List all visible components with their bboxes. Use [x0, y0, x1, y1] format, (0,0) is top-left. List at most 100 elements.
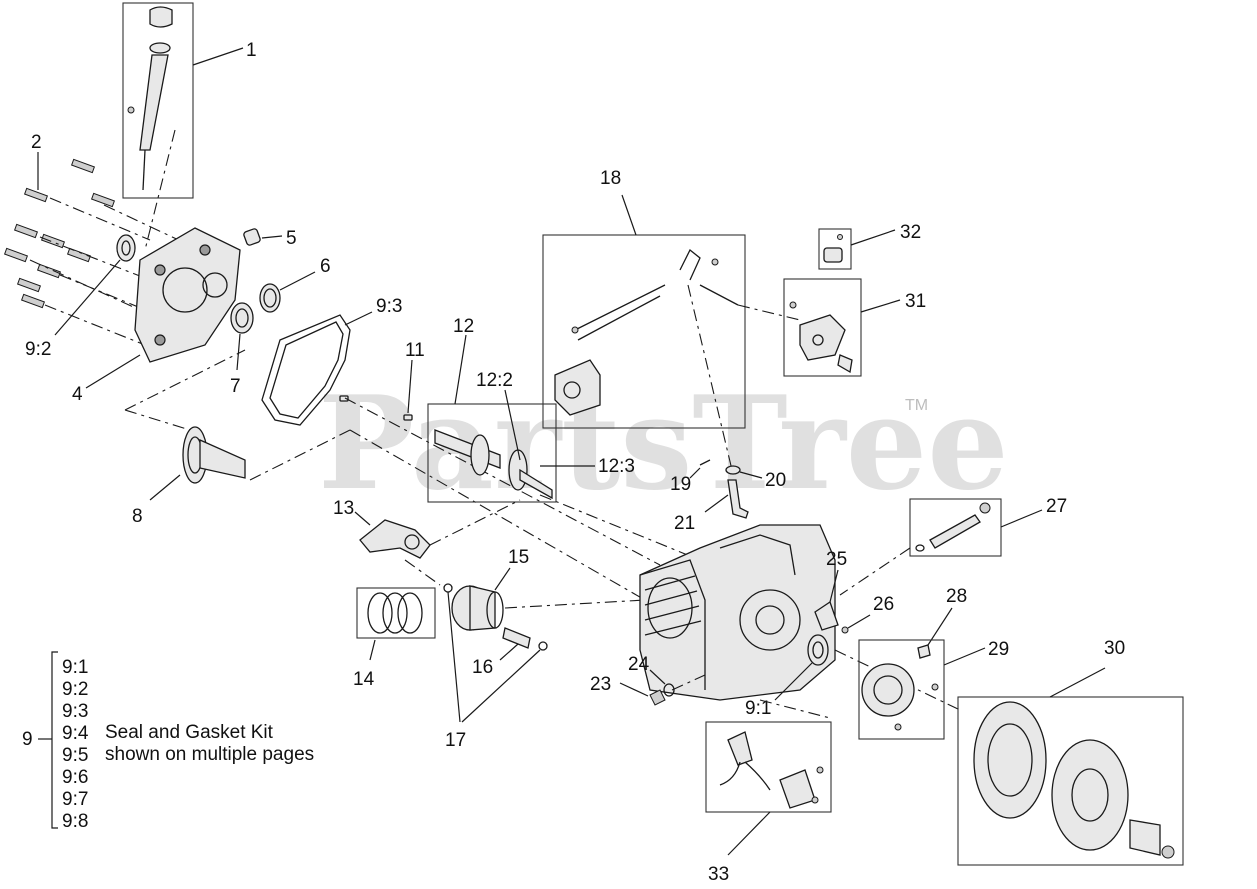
part-11-dowel-pins[interactable] — [339, 395, 413, 421]
leader-18 — [621, 194, 637, 236]
part-33-ignition-coil[interactable] — [705, 721, 832, 813]
part-18-governor-linkage[interactable] — [542, 234, 746, 429]
main-axis-lines — [124, 349, 701, 601]
callout-8: 8 — [132, 506, 143, 527]
callout-1: 1 — [246, 40, 257, 61]
callout-29: 29 — [988, 639, 1009, 660]
part-4-bore — [162, 267, 208, 313]
part-28-key[interactable] — [917, 644, 931, 659]
part-1-oil-fill-tube[interactable] — [122, 2, 194, 199]
leader-19 — [689, 467, 701, 479]
callout-9-1: 9:1 — [745, 698, 771, 719]
legend-note-line2: shown on multiple pages — [105, 744, 314, 765]
part-8-camshaft[interactable] — [149, 426, 246, 501]
callout-14: 14 — [353, 669, 375, 690]
watermark-brand: PartsTree — [318, 369, 1009, 519]
leader-28 — [927, 607, 953, 646]
part-30-flywheel[interactable] — [957, 696, 1184, 866]
legend-seal-gasket-kit: 9 9:1 9:2 9:3 9:4 9:5 9:6 9:7 9:8 Seal a… — [22, 651, 314, 832]
part-32-switch[interactable] — [818, 228, 852, 270]
leader-17a — [447, 591, 461, 723]
part-9-1-oil-seal[interactable] — [807, 634, 829, 666]
callout-17: 17 — [445, 730, 466, 751]
part-23-bolt[interactable] — [649, 689, 666, 706]
leader-9-1 — [774, 662, 813, 701]
part-29-stator-plate[interactable] — [858, 639, 945, 740]
leader-32 — [850, 229, 896, 246]
part-9-3-gasket[interactable] — [261, 314, 351, 426]
leader-21 — [704, 494, 729, 513]
part-27-shaft-assembly[interactable] — [909, 498, 1002, 557]
leader-16 — [499, 643, 519, 661]
part-13-connecting-rod[interactable] — [359, 519, 431, 559]
legend-note-line1: Seal and Gasket Kit — [105, 722, 274, 743]
part-6-gear[interactable] — [259, 283, 281, 313]
leader-7 — [236, 333, 241, 371]
callout-31: 31 — [905, 291, 926, 312]
part-14-piston-rings[interactable] — [356, 587, 436, 639]
callout-12: 12 — [453, 316, 474, 337]
leader-17b — [461, 649, 541, 723]
part-16-piston-pin[interactable] — [502, 627, 531, 649]
part-19-clip[interactable] — [699, 459, 711, 466]
legend-item-9-8: 9:8 — [62, 811, 88, 832]
leader-23 — [619, 682, 649, 697]
callout-11: 11 — [405, 340, 425, 361]
leader-20 — [739, 471, 763, 479]
legend-item-9-7: 9:7 — [62, 789, 88, 810]
part-31-control-bracket[interactable] — [783, 278, 862, 377]
leader-14 — [369, 639, 376, 661]
part-24-washer[interactable] — [663, 683, 675, 697]
callout-21: 21 — [674, 513, 695, 534]
leader-26 — [847, 614, 871, 629]
part-12-crankshaft[interactable] — [427, 403, 557, 503]
legend-item-9-2: 9:2 — [62, 679, 88, 700]
part-26-screw[interactable] — [841, 626, 849, 634]
leader-30 — [1049, 667, 1106, 698]
callout-20: 20 — [765, 470, 786, 491]
leader-12-2 — [504, 389, 521, 461]
callout-4: 4 — [72, 384, 83, 405]
leader-31 — [860, 299, 901, 313]
callout-5: 5 — [286, 228, 297, 249]
callout-19: 19 — [670, 474, 691, 495]
callout-30: 30 — [1104, 638, 1125, 659]
part-25-bracket[interactable] — [814, 600, 839, 631]
part-1-box — [122, 2, 194, 199]
part-15-piston[interactable] — [451, 585, 504, 631]
leader-33 — [727, 811, 771, 856]
callout-26: 26 — [873, 594, 894, 615]
leader-12 — [454, 334, 467, 405]
callout-12-3: 12:3 — [598, 456, 635, 477]
part-20-washer[interactable] — [725, 465, 741, 475]
legend-group-number: 9 — [22, 729, 33, 750]
callout-6: 6 — [320, 256, 331, 277]
part-5-plug[interactable] — [243, 228, 261, 246]
part-7-bearing[interactable] — [230, 302, 254, 334]
callout-13: 13 — [333, 498, 354, 519]
part-2-bolts[interactable] — [3, 152, 116, 309]
watermark: PartsTree TM — [318, 369, 1009, 519]
callout-28: 28 — [946, 586, 967, 607]
legend-item-9-4: 9:4 — [62, 723, 89, 744]
callout-24: 24 — [628, 654, 650, 675]
part-1-tube — [139, 54, 169, 151]
leader-9-3 — [344, 311, 373, 326]
callout-2: 2 — [31, 132, 42, 153]
part-21-governor-shaft[interactable] — [727, 479, 749, 519]
leader-6 — [279, 271, 316, 291]
legend-item-9-1: 9:1 — [62, 657, 88, 678]
callout-15: 15 — [508, 547, 529, 568]
legend-item-9-5: 9:5 — [62, 745, 88, 766]
leader-15 — [494, 567, 511, 591]
leader-4 — [85, 354, 141, 389]
part-9-2-seal[interactable] — [116, 234, 136, 262]
callout-27: 27 — [1046, 496, 1067, 517]
leader-27 — [1000, 509, 1043, 528]
part-1-cap — [149, 6, 173, 28]
callout-23: 23 — [590, 674, 611, 695]
part-4-crankcase-cover[interactable] — [134, 227, 241, 363]
part-1-seal — [149, 42, 171, 54]
callout-9-3: 9:3 — [376, 296, 402, 317]
